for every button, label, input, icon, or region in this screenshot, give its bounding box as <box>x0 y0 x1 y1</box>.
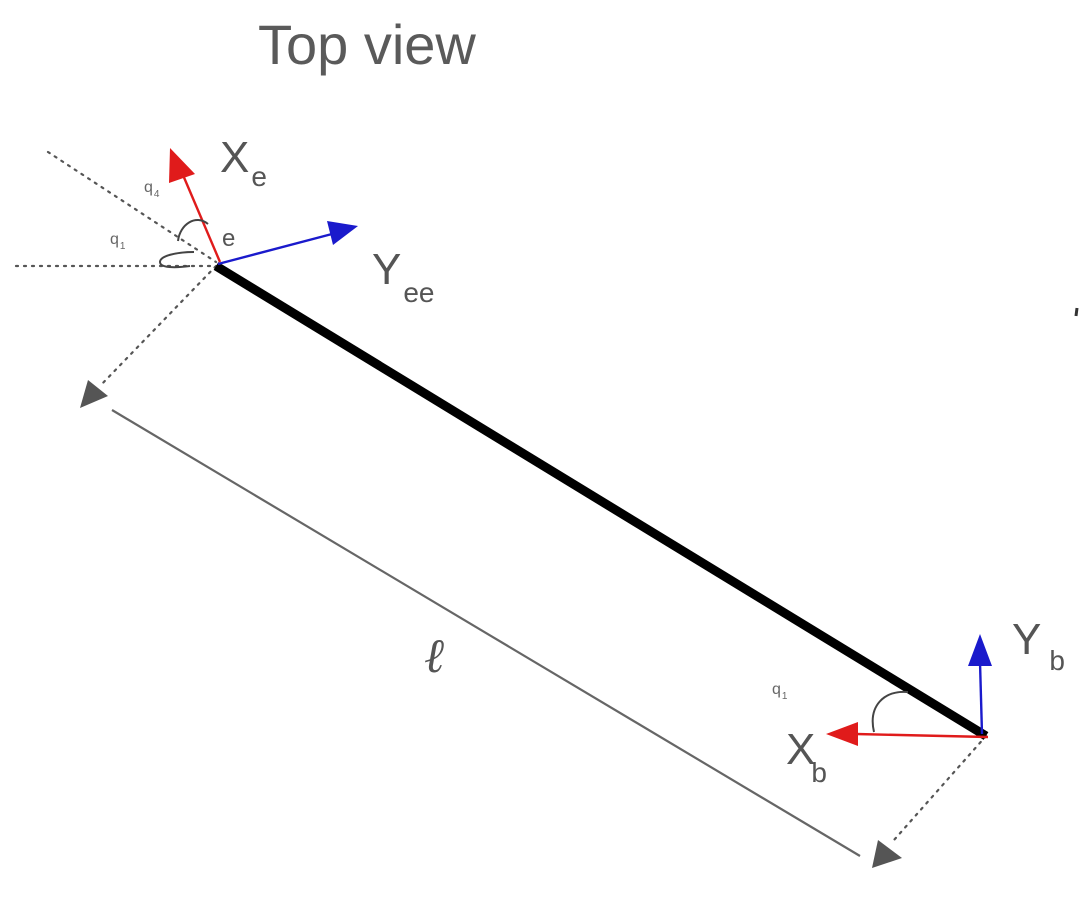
length-dimension-line <box>111 409 861 857</box>
dotted-guide-perpendicular-top <box>98 264 218 388</box>
end-effector-origin-label: e <box>222 225 235 252</box>
angle-label-q1-base: q1 <box>772 681 788 702</box>
base-x-arrowhead <box>826 722 858 746</box>
base-y-arrowhead <box>968 634 992 666</box>
end-effector-y-label: Yee <box>372 245 435 308</box>
end-effector-x-label: Xe <box>220 133 267 192</box>
dimension-arrowhead-top <box>80 380 108 408</box>
dotted-guide-diagonal <box>46 150 218 264</box>
robot-link <box>213 262 989 740</box>
angle-arc-q4 <box>177 219 209 242</box>
stray-mark <box>1074 307 1079 317</box>
angle-label-q4: q4 <box>144 179 160 200</box>
base-x-label: Xb <box>786 725 827 788</box>
link-length-label: ℓ <box>424 628 444 684</box>
end-effector-y-axis <box>217 232 333 266</box>
end-effector-y-arrowhead <box>327 221 358 245</box>
dimension-arrowhead-bottom <box>872 840 902 868</box>
angle-label-q1-end-effector: q1 <box>110 231 126 252</box>
dotted-guide-perpendicular-bottom <box>892 734 988 842</box>
base-y-axis <box>978 661 984 735</box>
angle-arc-q1-end-effector <box>158 251 195 269</box>
end-effector-x-arrowhead <box>169 148 195 183</box>
end-effector-x-axis <box>178 167 222 263</box>
diagram-title: Top view <box>258 13 476 76</box>
angle-arc-q1-base <box>871 690 909 733</box>
base-x-axis <box>855 732 989 739</box>
